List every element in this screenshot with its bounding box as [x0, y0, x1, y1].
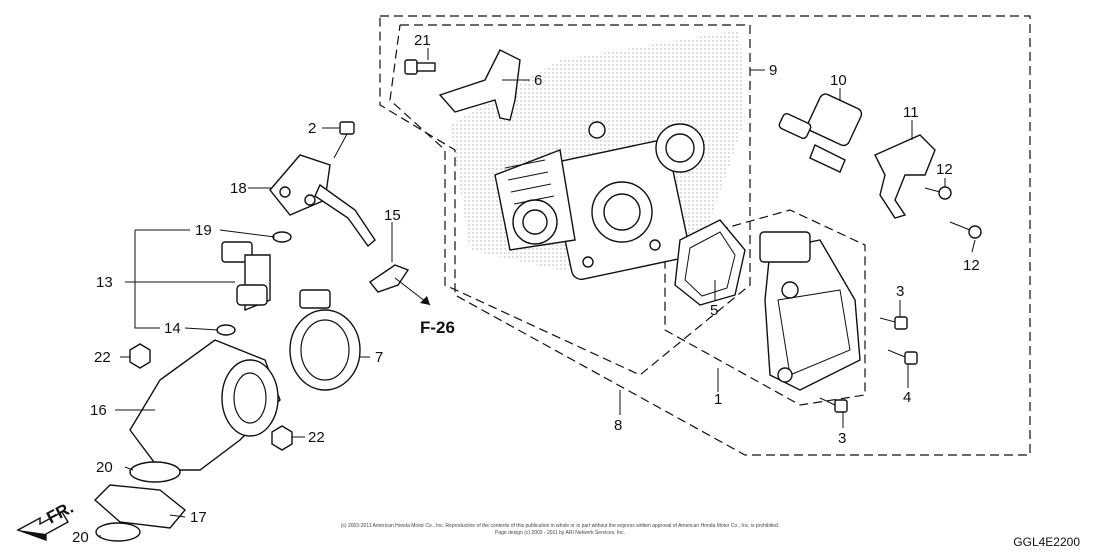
callout-9: 9	[769, 62, 777, 79]
bolt-2	[333, 121, 355, 159]
nut-22-left	[129, 343, 151, 369]
fuel-injector-13	[221, 241, 271, 312]
section-ref-label: F-26	[420, 318, 455, 337]
bracket-11	[874, 134, 936, 219]
clamp-7	[289, 289, 361, 391]
gasket-20-lower	[95, 522, 141, 542]
leader-lines	[99, 48, 976, 537]
callout-20-upper: 20	[96, 459, 113, 476]
screw-12-lower	[949, 221, 982, 239]
copyright-line-2: Page design (c) 2003 - 2011 by ARI Netwo…	[495, 530, 625, 536]
callout-1: 1	[714, 391, 722, 408]
callout-5: 5	[710, 302, 718, 319]
callout-19: 19	[195, 222, 212, 239]
screw-21	[404, 59, 436, 75]
callout-6: 6	[534, 72, 542, 89]
spacer-17	[93, 484, 186, 529]
callout-3-upper: 3	[896, 283, 904, 300]
callout-2: 2	[308, 120, 316, 137]
sensor-housing-1	[759, 231, 861, 391]
throttle-body	[494, 121, 705, 281]
callout-22-right: 22	[308, 429, 325, 446]
callout-10: 10	[830, 72, 847, 89]
diagram-code: GGL4E2200	[1013, 535, 1080, 549]
o-ring-14	[216, 324, 236, 336]
outer-assembly-frame	[379, 15, 1031, 456]
callout-20-lower: 20	[72, 529, 89, 546]
section-ref-arrow	[394, 277, 431, 306]
callout-18: 18	[230, 180, 247, 197]
callout-13: 13	[96, 274, 113, 291]
screw-3-lower	[819, 397, 848, 413]
callout-22-left: 22	[94, 349, 111, 366]
inner-throttle-body-frame	[389, 24, 751, 376]
sensor-10	[778, 93, 863, 173]
callout-16: 16	[90, 402, 107, 419]
nut-22-right	[271, 425, 293, 451]
insulator-16	[129, 339, 281, 471]
gasket-20-upper	[129, 461, 181, 483]
callout-21: 21	[414, 32, 431, 49]
screw-4	[887, 349, 918, 365]
callout-7: 7	[375, 349, 383, 366]
callout-12-upper: 12	[936, 161, 953, 178]
copyright-line-1: (c) 2003-2011 American Honda Motor Co., …	[341, 523, 779, 529]
callout-14: 14	[164, 320, 181, 337]
o-ring-19	[272, 231, 292, 243]
callout-17: 17	[190, 509, 207, 526]
screw-12-upper	[924, 186, 952, 200]
front-direction-arrow	[16, 511, 69, 541]
throttle-lever	[438, 49, 521, 121]
sensor-sub-frame	[664, 209, 866, 406]
clip-15	[368, 264, 410, 293]
callout-3-lower: 3	[838, 430, 846, 447]
gasket-5	[674, 219, 746, 306]
fuel-pipe-bracket-18	[269, 154, 376, 248]
callout-8: 8	[614, 417, 622, 434]
callout-11: 11	[903, 104, 919, 121]
callout-12-lower: 12	[963, 257, 980, 274]
screw-3-upper	[879, 316, 908, 330]
callout-4: 4	[903, 389, 911, 406]
callout-15: 15	[384, 207, 401, 224]
